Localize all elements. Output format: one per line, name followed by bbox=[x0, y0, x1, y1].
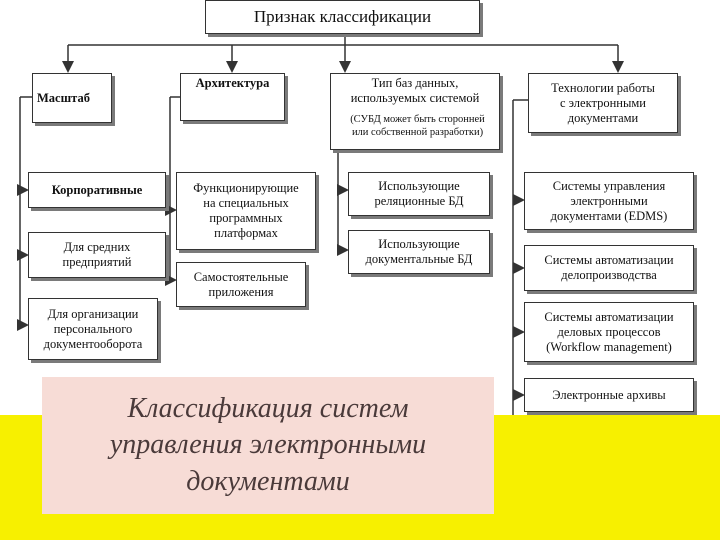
edms-box: Системы управления электронными документ… bbox=[524, 172, 694, 230]
personal-docflow-box: Для организации персонального документоо… bbox=[28, 298, 158, 360]
db-type-note: (СУБД может быть сторонней или собственн… bbox=[350, 114, 485, 138]
medium-enterprises-box: Для средних предприятий bbox=[28, 232, 166, 278]
architecture-header-box: Архитектура bbox=[180, 73, 285, 121]
classification-title-box: Признак классификации bbox=[205, 0, 480, 34]
technologies-header-box: Технологии работы с электронными докумен… bbox=[528, 73, 678, 133]
document-db-box: Использующие документальные БД bbox=[348, 230, 490, 274]
relational-db-box: Использующие реляционные БД bbox=[348, 172, 490, 216]
corporate-box: Корпоративные bbox=[28, 172, 166, 208]
workflow-box: Системы автоматизации деловых процессов … bbox=[524, 302, 694, 362]
slide-caption: Классификация систем управления электрон… bbox=[42, 377, 494, 514]
office-automation-box: Системы автоматизации делопроизводства bbox=[524, 245, 694, 291]
standalone-apps-box: Самостоятельные приложения bbox=[176, 262, 306, 307]
db-type-header-box: Тип баз данных, используемых системой bbox=[330, 73, 500, 150]
special-platforms-box: Функционирующие на специальных программн… bbox=[176, 172, 316, 250]
electronic-archives-box: Электронные архивы bbox=[524, 378, 694, 412]
scale-header-box: Масштаб bbox=[32, 73, 112, 123]
